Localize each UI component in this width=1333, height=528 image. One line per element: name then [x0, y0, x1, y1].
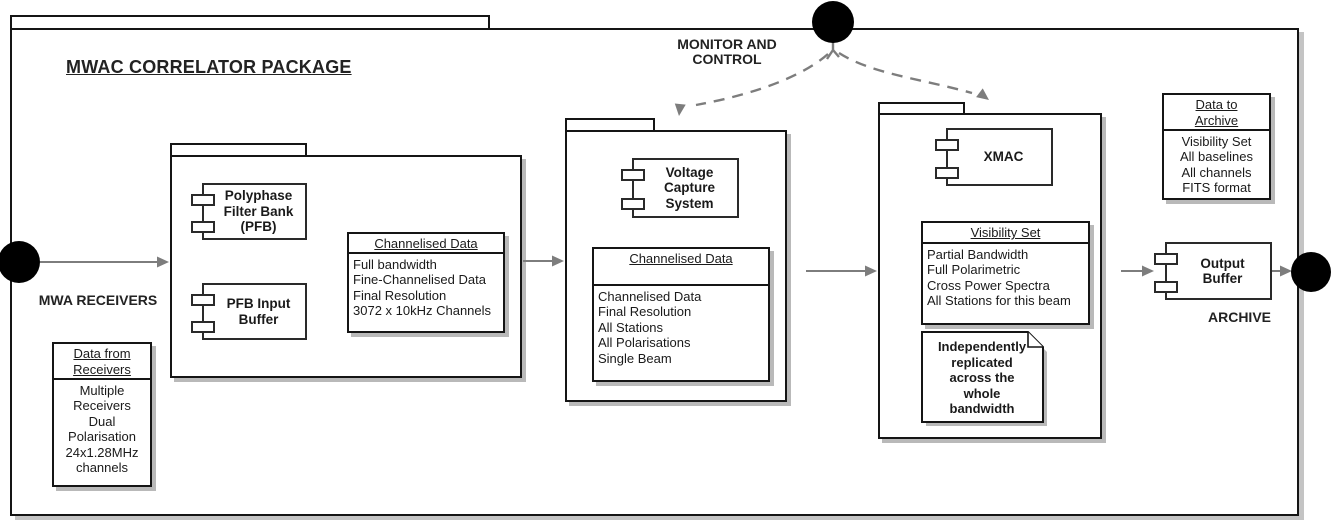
archive-node: [1291, 252, 1331, 292]
pfb-package-tab: [170, 143, 307, 156]
data-to-archive-body: Visibility Set All baselines All channel…: [1180, 134, 1253, 196]
monitor-and-control-node: [812, 1, 854, 43]
archive-label: ARCHIVE: [1207, 309, 1271, 325]
component-port-icon: [935, 139, 959, 151]
data-to-archive-title: Data to Archive: [1164, 95, 1269, 131]
pfb-channelised-data-title: Channelised Data: [349, 234, 503, 254]
data-from-receivers-body: Multiple Receivers Dual Polarisation 24x…: [65, 383, 139, 476]
component-pfb-input-buffer: PFB Input Buffer: [191, 283, 307, 340]
xmac-label: XMAC: [983, 149, 1024, 165]
mwa-receivers-label: MWA RECEIVERS: [38, 292, 158, 308]
component-port-icon: [191, 221, 215, 233]
monitor-and-control-label: MONITOR AND CONTROL: [677, 36, 777, 67]
visibility-set-box: Visibility Set Partial Bandwidth Full Po…: [921, 221, 1090, 325]
replication-note-text: Independently replicated across the whol…: [937, 339, 1027, 416]
voltage-capture-system-label: Voltage Capture System: [663, 164, 715, 211]
data-from-receivers-title: Data from Receivers: [54, 344, 150, 380]
component-port-icon: [191, 194, 215, 206]
component-port-icon: [1154, 253, 1178, 265]
component-port-icon: [191, 294, 215, 306]
visibility-set-body: Partial Bandwidth Full Polarimetric Cros…: [927, 247, 1071, 309]
diagram-title: MWAC CORRELATOR PACKAGE: [66, 57, 352, 77]
outer-package-tab: [10, 15, 490, 29]
xmac-package-tab: [878, 102, 965, 114]
replication-note: Independently replicated across the whol…: [921, 331, 1048, 427]
data-from-receivers-note: Data from Receivers Multiple Receivers D…: [52, 342, 152, 487]
vcs-package-tab: [565, 118, 655, 131]
vcs-channelised-data-box: Channelised Data Channelised Data Final …: [592, 247, 770, 382]
visibility-set-title: Visibility Set: [923, 223, 1088, 244]
data-to-archive-note: Data to Archive Visibility Set All basel…: [1162, 93, 1271, 200]
vcs-channelised-data-title: Channelised Data: [594, 249, 768, 286]
polyphase-filter-bank-label: Polyphase Filter Bank (PFB): [223, 188, 294, 235]
vcs-channelised-data-body: Channelised Data Final Resolution All St…: [598, 289, 702, 366]
component-port-icon: [191, 321, 215, 333]
note-shape: [921, 331, 1047, 426]
component-port-icon: [935, 167, 959, 179]
component-output-buffer: Output Buffer: [1154, 242, 1272, 300]
pfb-channelised-data-box: Channelised Data Full bandwidth Fine-Cha…: [347, 232, 505, 333]
component-voltage-capture-system: Voltage Capture System: [621, 158, 739, 218]
output-buffer-label: Output Buffer: [1200, 255, 1245, 287]
component-port-icon: [621, 198, 645, 210]
component-port-icon: [1154, 281, 1178, 293]
component-port-icon: [621, 169, 645, 181]
mwa-receivers-node: [0, 241, 40, 283]
component-polyphase-filter-bank: Polyphase Filter Bank (PFB): [191, 183, 307, 240]
pfb-input-buffer-label: PFB Input Buffer: [226, 296, 291, 327]
component-xmac: XMAC: [935, 128, 1053, 186]
pfb-channelised-data-body: Full bandwidth Fine-Channelised Data Fin…: [353, 257, 492, 319]
